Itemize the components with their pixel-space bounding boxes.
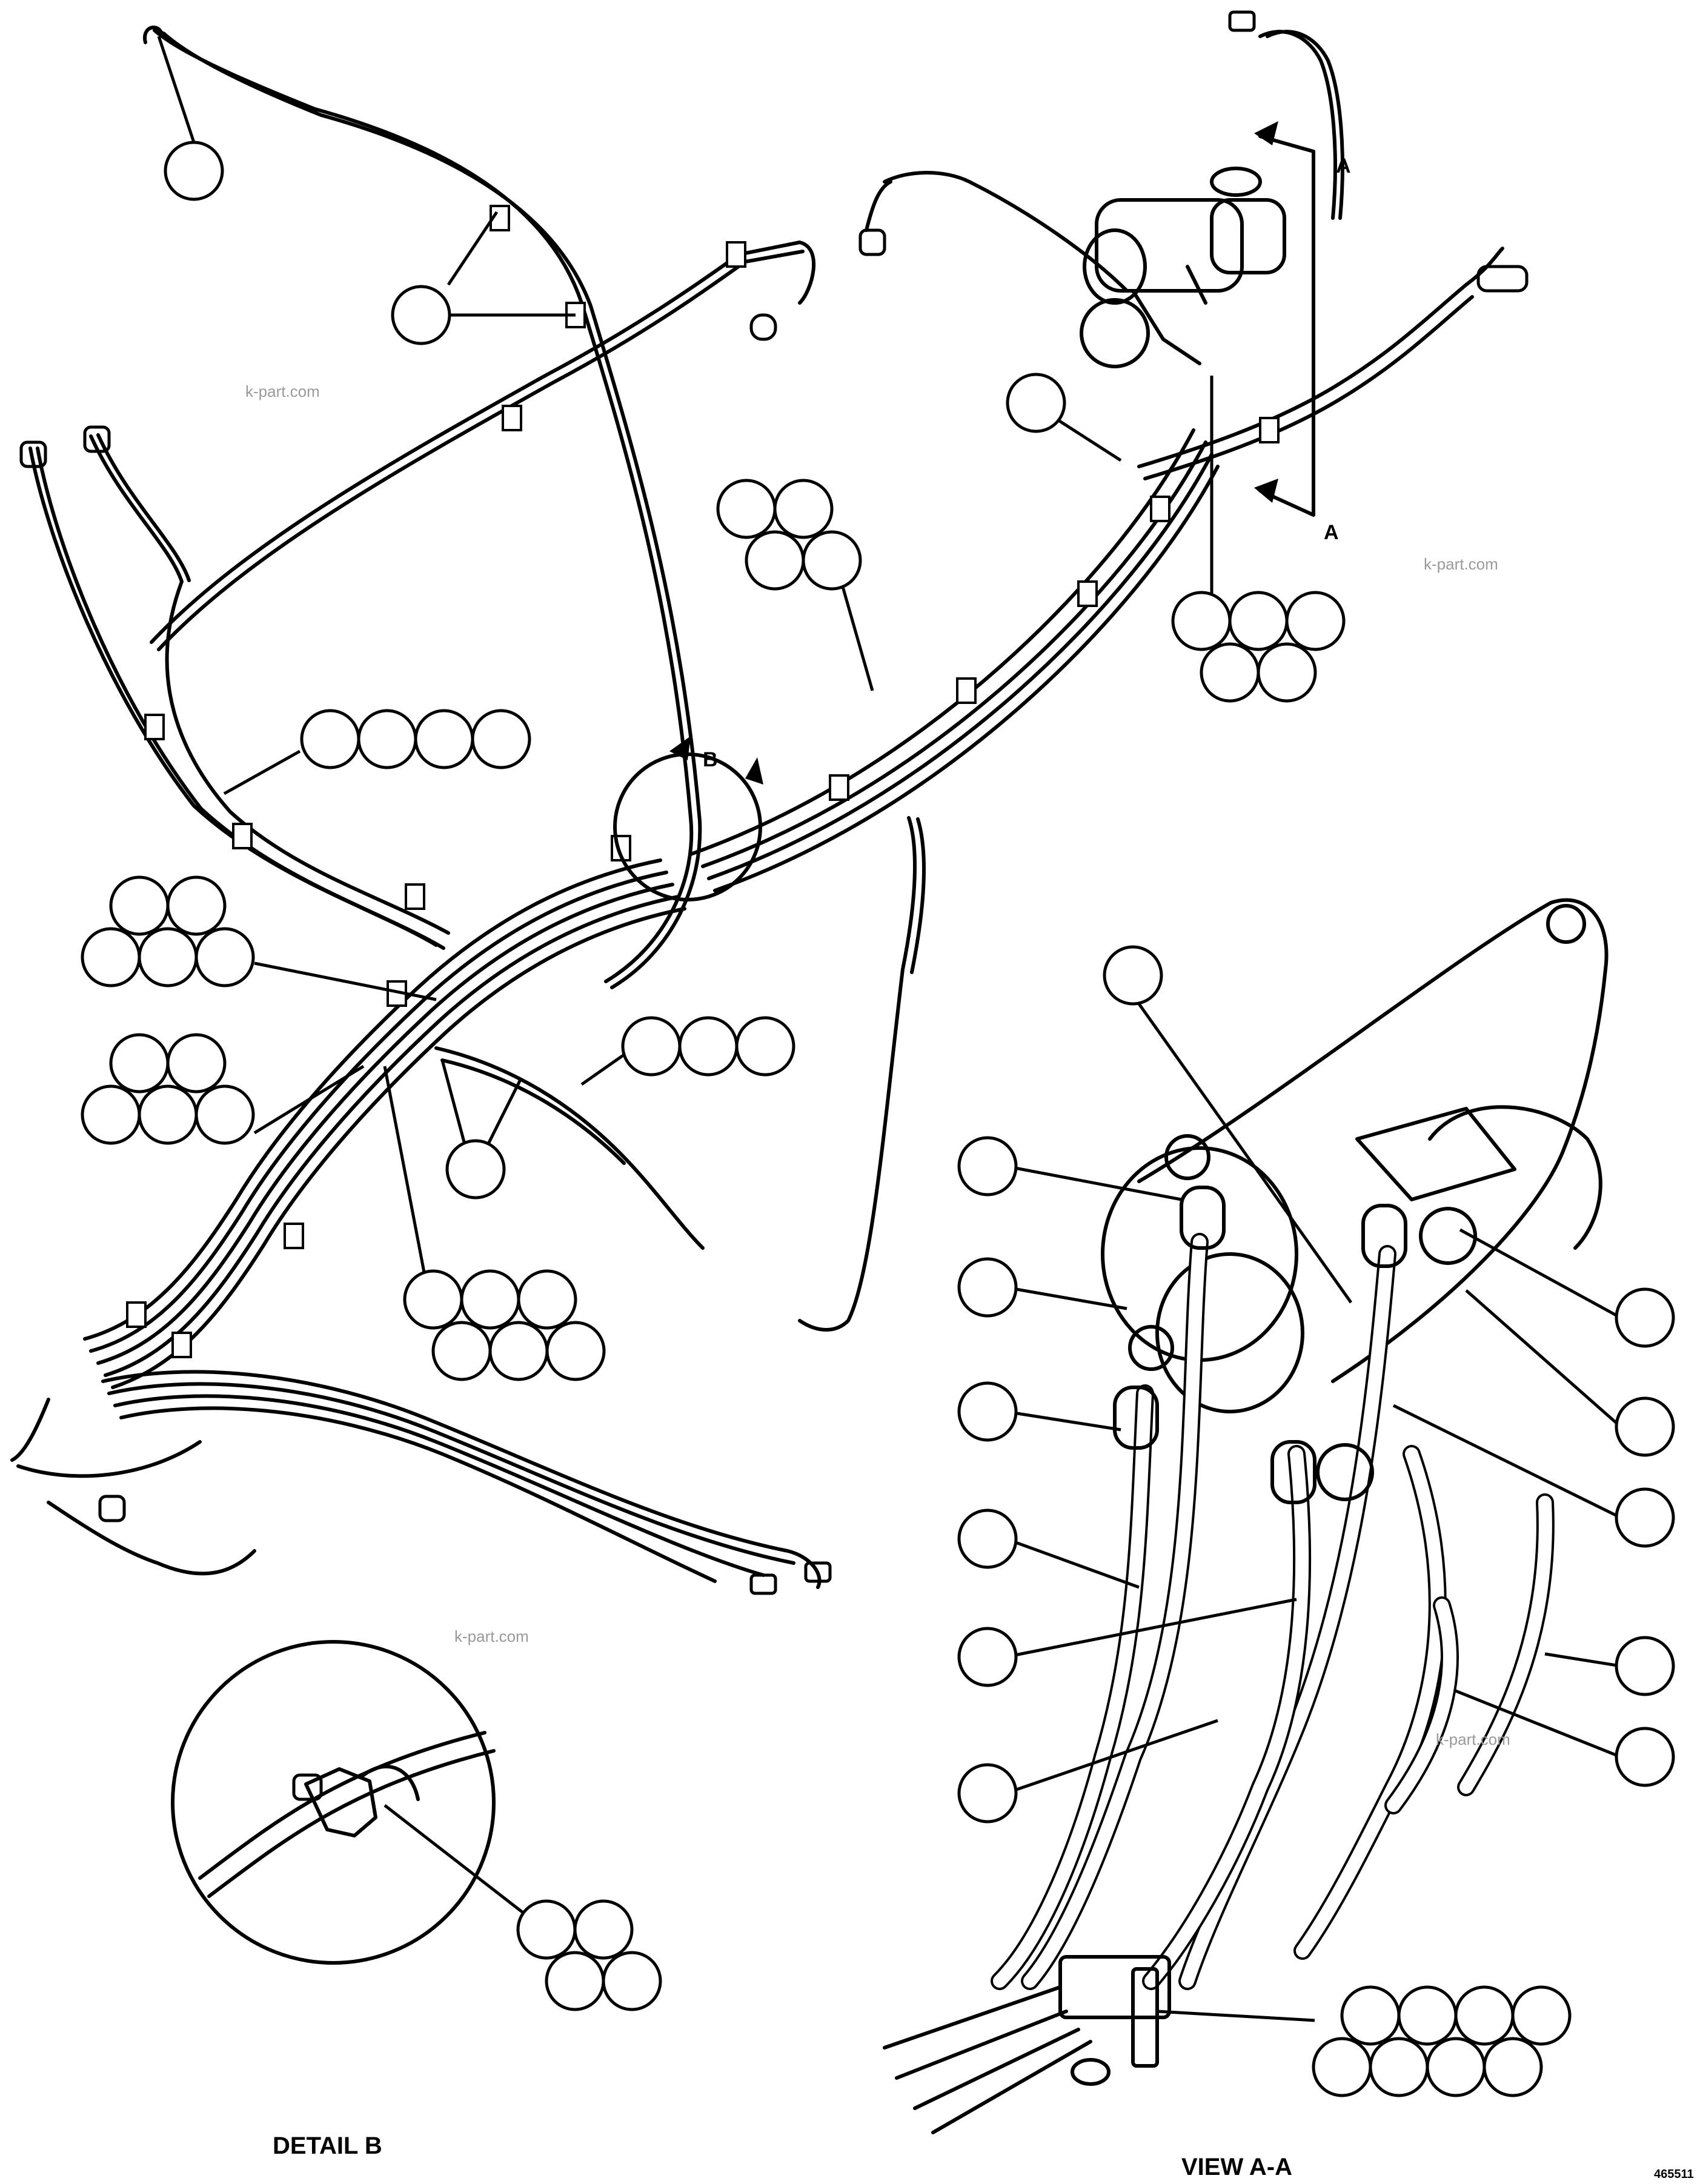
callout-cluster-3-detail	[516, 1899, 662, 2011]
callout-balloon	[957, 1627, 1018, 1687]
callout-balloon	[1615, 1487, 1675, 1548]
callout-balloon	[445, 1139, 506, 1200]
callout-balloon	[1615, 1636, 1675, 1696]
watermark: k-part.com	[1424, 555, 1498, 573]
detail-label-b: B	[703, 748, 718, 771]
harness-clamps	[126, 205, 1280, 1358]
callout-balloon	[1615, 1396, 1675, 1457]
callout-balloon	[957, 1381, 1018, 1442]
callout-cluster-6	[403, 1269, 606, 1381]
detail-b-view: DETAIL B	[171, 1640, 662, 2159]
callout-balloon	[957, 1509, 1018, 1569]
detail-b-marker: B	[613, 736, 763, 901]
callout-balloon	[1006, 373, 1066, 433]
callout-balloon	[957, 1136, 1018, 1197]
callout-balloon	[1615, 1727, 1675, 1787]
watermark: k-part.com	[1436, 1730, 1510, 1748]
watermark: k-part.com	[245, 382, 320, 400]
view-aa: VIEW A-A	[883, 898, 1675, 2180]
main-view-callouts	[81, 36, 1346, 1381]
callout-balloon	[391, 285, 451, 345]
callout-cluster-4a	[716, 479, 862, 591]
detail-b-caption: DETAIL B	[273, 2133, 382, 2159]
main-harness: A A B	[10, 10, 1529, 1595]
callout-balloon	[164, 141, 224, 201]
watermark: k-part.com	[454, 1627, 529, 1645]
callout-cluster-5c	[81, 1033, 255, 1145]
section-label-a-top: A	[1336, 154, 1351, 178]
drawing-number: 465511	[1654, 2168, 1694, 2181]
callout-cluster-8	[1312, 1985, 1572, 2097]
callout-balloon	[1615, 1287, 1675, 1348]
callout-cluster-5a	[1171, 591, 1346, 703]
callout-cluster-5b	[81, 875, 255, 987]
callout-row-3	[621, 1016, 795, 1077]
starter-motor	[1080, 167, 1286, 368]
callout-row-4	[300, 709, 531, 769]
section-label-a-bottom: A	[1324, 521, 1339, 544]
section-cut-a: A A	[1254, 121, 1351, 544]
callout-balloon	[957, 1763, 1018, 1824]
view-aa-caption: VIEW A-A	[1181, 2154, 1292, 2180]
callout-balloon	[1103, 945, 1163, 1006]
callout-balloon	[957, 1257, 1018, 1318]
